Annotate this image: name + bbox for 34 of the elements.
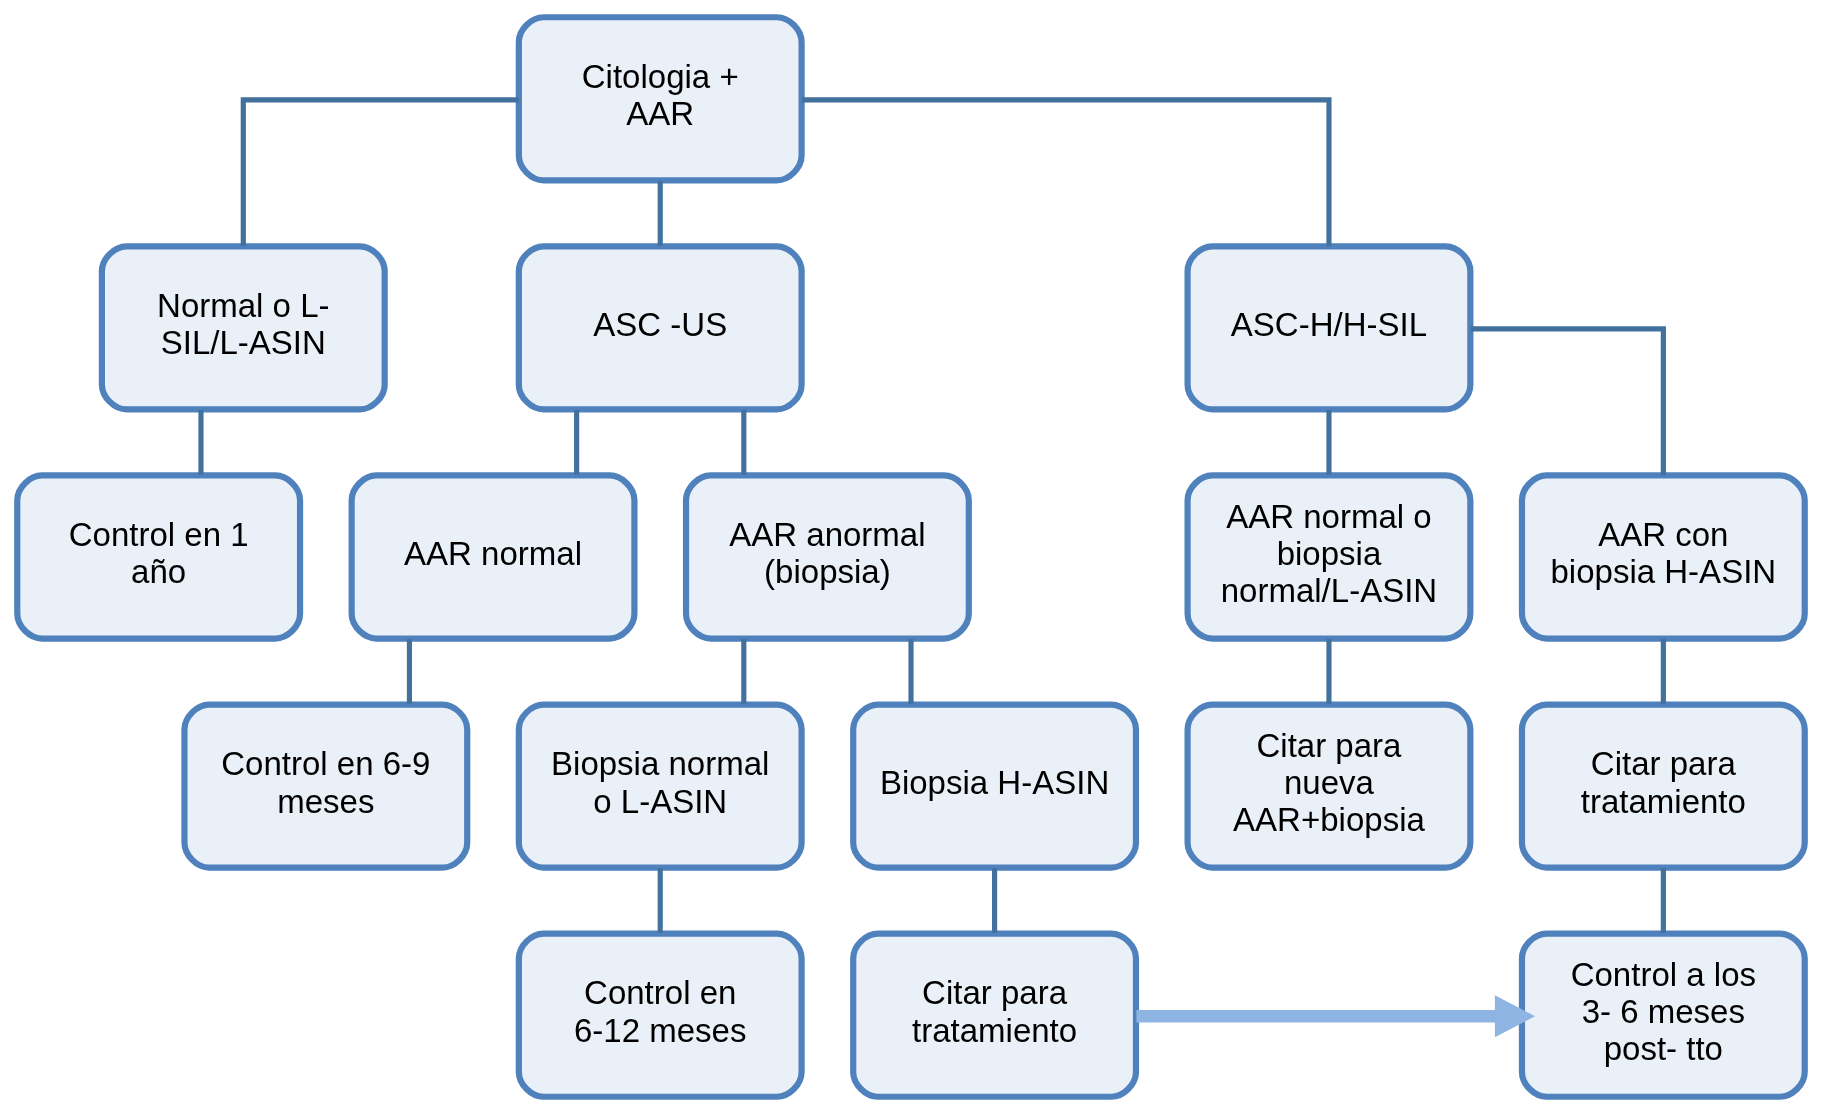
connector: [406, 638, 412, 704]
connector: [657, 180, 663, 246]
connector: [740, 638, 746, 704]
node-box: AAR anormal (biopsia): [682, 471, 972, 642]
node-box: Citologia + AAR: [515, 13, 805, 183]
node-box: AAR normal: [348, 471, 637, 642]
connector: [1325, 409, 1332, 475]
node-box: AAR normal o biopsia normal/L-ASIN: [1184, 471, 1473, 642]
connector: [1660, 867, 1666, 933]
connector: [573, 409, 579, 475]
node-box: Control en 1 año: [13, 471, 303, 642]
connector: [1470, 325, 1666, 475]
node-box: Control en 6-9 meses: [180, 701, 470, 871]
node-box: AAR con biopsia H-ASIN: [1518, 471, 1808, 642]
node-box: Citar para tratamiento: [849, 930, 1139, 1100]
node-box: Control a los 3- 6 meses post- tto: [1518, 930, 1808, 1100]
node-box: Biopsia normal o L-ASIN: [515, 701, 805, 871]
connector: [240, 96, 518, 246]
node-box: Citar para nueva AAR+biopsia: [1184, 701, 1473, 871]
connector: [991, 867, 997, 933]
arrow: [1135, 994, 1535, 1037]
connector: [801, 96, 1332, 246]
node-box: ASC-H/H-SIL: [1184, 242, 1473, 412]
node-box: Citar para tratamiento: [1518, 701, 1808, 871]
node-box: Normal o L- SIL/L-ASIN: [98, 242, 388, 412]
connector: [657, 867, 663, 933]
connector: [740, 409, 746, 475]
connector: [907, 638, 914, 704]
connector: [197, 409, 204, 475]
node-box: Biopsia H-ASIN: [849, 701, 1139, 871]
node-box: Control en 6-12 meses: [515, 930, 805, 1100]
connector: [1660, 638, 1666, 704]
connector: [1325, 638, 1332, 704]
node-box: ASC -US: [515, 242, 805, 412]
